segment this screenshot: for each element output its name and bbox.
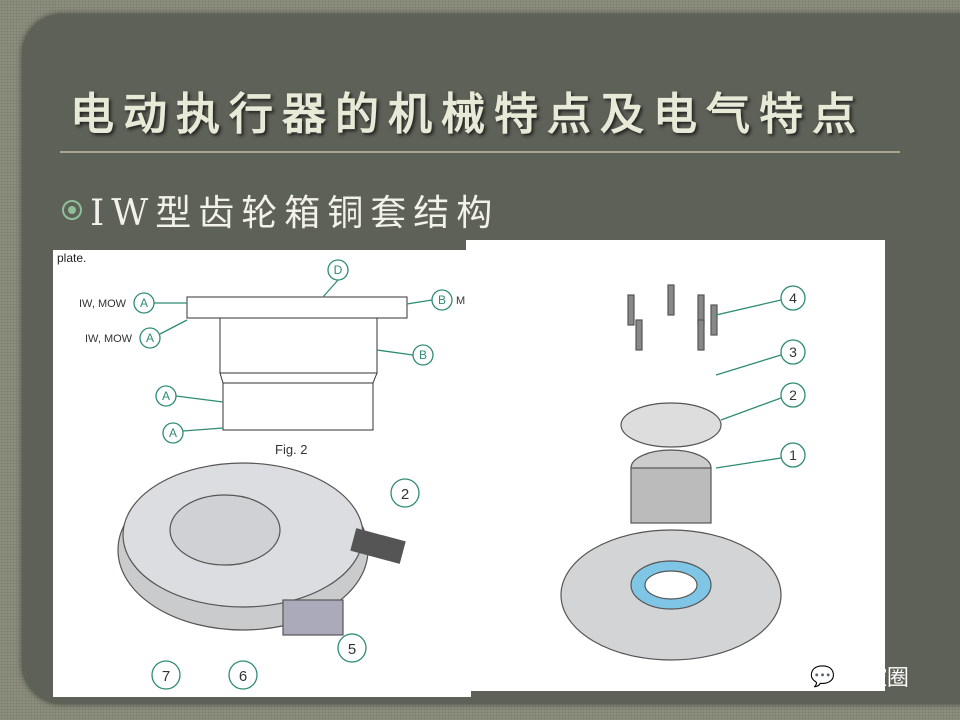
label-iw-mow: IW, MOW	[85, 333, 133, 345]
figure-caption: Fig. 2	[275, 442, 308, 457]
bullet-icon	[62, 200, 82, 220]
callout-6: 6	[239, 668, 247, 685]
callout-b: B	[438, 293, 446, 307]
callout-b: B	[419, 348, 427, 362]
callout-a: A	[140, 296, 148, 310]
wechat-icon: 💬	[810, 664, 835, 688]
slide-title: 电动执行器的机械特点及电气特点	[70, 89, 865, 140]
callout-4: 4	[789, 290, 797, 306]
callout-7: 7	[162, 668, 170, 685]
label-m: M	[456, 295, 465, 307]
callout-a: A	[146, 331, 154, 345]
callout-1: 1	[789, 447, 797, 463]
callout-5: 5	[348, 641, 356, 658]
title-divider	[60, 151, 900, 153]
callout-d: D	[334, 263, 343, 277]
bullet-text: IW型齿轮箱铜套结构	[90, 193, 500, 234]
label-iw-mow: IW, MOW	[79, 298, 127, 310]
callout-2: 2	[401, 486, 409, 503]
callout-3: 3	[789, 344, 797, 360]
left-figure: plate. D A A B B A A IW, MOW IW, MOW M F…	[53, 250, 471, 697]
bullet-item: IW型齿轮箱铜套结构	[62, 184, 499, 236]
watermark: 💬 热控圈	[810, 660, 909, 692]
watermark-text: 热控圈	[842, 666, 909, 691]
callout-2: 2	[789, 387, 797, 403]
right-figure: 4 3 2 1	[466, 240, 885, 691]
callout-a: A	[169, 426, 177, 440]
caption-text: plate.	[57, 251, 86, 265]
callout-a: A	[162, 389, 170, 403]
